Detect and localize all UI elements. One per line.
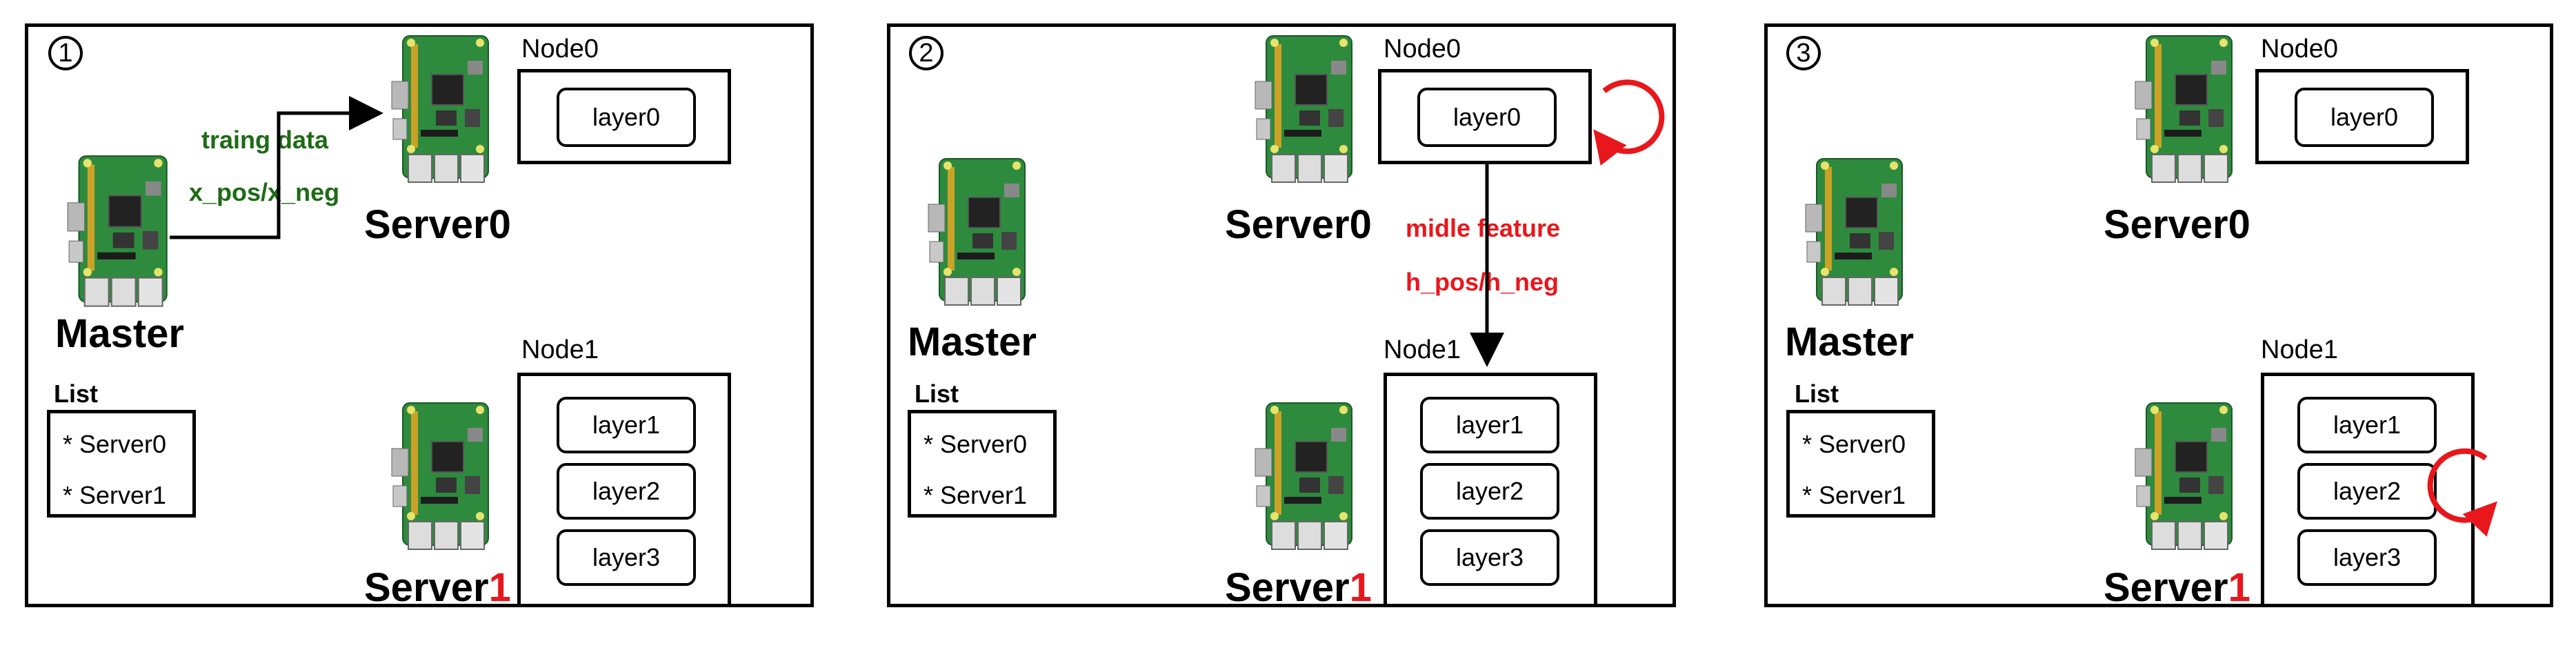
server1-label: Server1 <box>1225 565 1372 610</box>
node0-box: layer0 <box>1378 69 1592 164</box>
annotation-line-1: traing data <box>201 126 329 154</box>
master-label: Master <box>908 319 1037 364</box>
layer-box: layer0 <box>1417 88 1557 147</box>
layer-box: layer3 <box>1420 529 1559 586</box>
node0-box: layer0 <box>517 69 731 164</box>
list-item: * Server0 <box>923 430 1028 458</box>
annotation-line-2: x_pos/x_neg <box>189 178 340 206</box>
server1-label: Server1 <box>2104 565 2250 610</box>
layer-box: layer0 <box>557 88 696 147</box>
node1-box: layer1 layer2 layer3 <box>1384 373 1597 607</box>
node1-box: layer1 layer2 layer3 <box>2261 373 2475 607</box>
master-label: Master <box>1785 319 1914 364</box>
server1-label: Server1 <box>364 565 511 610</box>
server-list: * Server0 * Server1 <box>1786 410 1935 518</box>
server-list: * Server0 * Server1 <box>908 410 1057 518</box>
layer-box: layer1 <box>2297 397 2437 453</box>
step-number-2: 2 <box>909 36 943 70</box>
data-flow-arrow <box>170 96 383 239</box>
master-label: Master <box>55 311 184 356</box>
server0-label: Server0 <box>2104 202 2250 247</box>
loop-arrow-icon <box>1593 79 1665 166</box>
node0-label: Node0 <box>2261 35 2338 63</box>
loop-arrow-icon <box>2427 448 2498 537</box>
layer-box: layer2 <box>557 463 696 520</box>
list-title: List <box>54 380 99 408</box>
list-title: List <box>915 380 959 408</box>
annotation-line-1: midle feature <box>1406 214 1561 242</box>
server0-label: Server0 <box>364 202 511 247</box>
node0-label: Node0 <box>1384 35 1461 63</box>
list-item: * Server1 <box>63 481 167 509</box>
node1-box: layer1 layer2 layer3 <box>517 373 731 607</box>
node1-label: Node1 <box>1384 335 1461 364</box>
server-list: * Server0 * Server1 <box>47 410 196 518</box>
layer-box: layer2 <box>1420 463 1559 520</box>
layer-box: layer3 <box>2297 529 2437 586</box>
step-number-1: 1 <box>48 36 83 70</box>
layer-box: layer3 <box>557 529 696 586</box>
list-item: * Server1 <box>923 481 1028 509</box>
layer-box: layer2 <box>2297 463 2437 520</box>
node1-label: Node1 <box>521 335 599 364</box>
node0-box: layer0 <box>2255 69 2469 164</box>
list-item: * Server0 <box>1802 430 1906 458</box>
list-title: List <box>1795 380 1839 408</box>
layer-box: layer0 <box>2295 88 2434 147</box>
layer-box: layer1 <box>557 397 696 453</box>
list-item: * Server1 <box>1802 481 1906 509</box>
annotation-line-2: h_pos/h_neg <box>1406 268 1559 296</box>
node1-label: Node1 <box>2261 335 2338 364</box>
layer-box: layer1 <box>1420 397 1559 453</box>
step-number-3: 3 <box>1786 36 1821 70</box>
server0-label: Server0 <box>1225 202 1372 247</box>
list-item: * Server0 <box>63 430 167 458</box>
node0-label: Node0 <box>521 35 599 63</box>
